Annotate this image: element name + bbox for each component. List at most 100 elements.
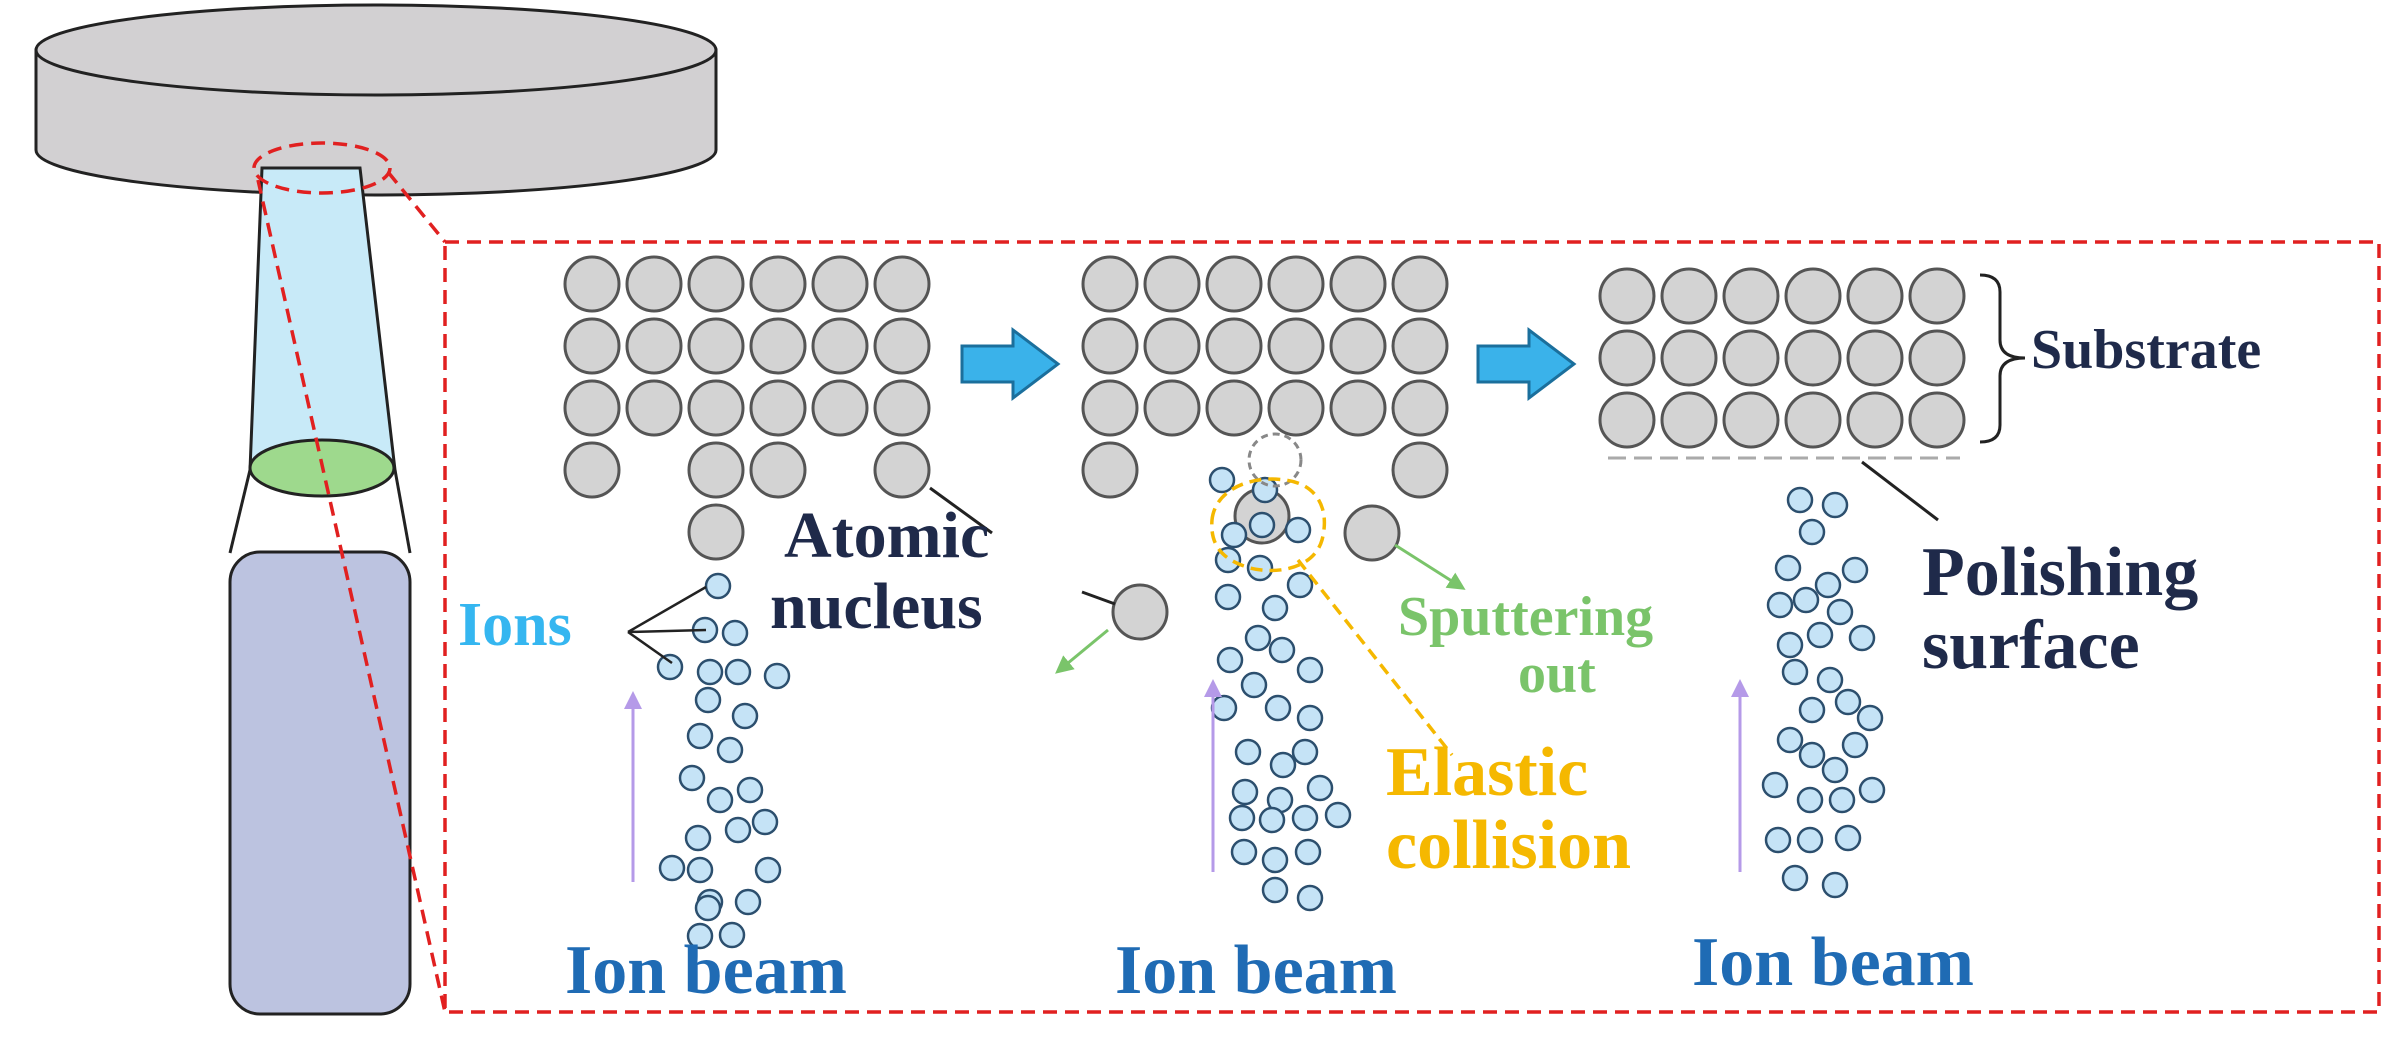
ion — [1231, 778, 1259, 806]
atomic-nucleus-leader-1 — [929, 486, 993, 535]
atom — [1391, 379, 1449, 437]
ion — [1814, 571, 1842, 599]
vacancy-marker — [1247, 432, 1303, 488]
ion — [751, 808, 779, 836]
atom — [687, 379, 745, 437]
ions-label: Ions — [458, 591, 572, 659]
ion — [1776, 726, 1804, 754]
ion — [1220, 521, 1248, 549]
polishing-label: Polishing — [1922, 534, 2198, 611]
magnified-view-frame — [443, 240, 2381, 1014]
sputter-arrow — [1394, 543, 1466, 590]
atom — [625, 255, 683, 313]
atom — [1908, 267, 1966, 325]
out-label: out — [1518, 643, 1596, 705]
ion — [658, 854, 686, 882]
ion-beam-cone — [248, 166, 397, 472]
ion — [1841, 731, 1869, 759]
ion — [1816, 666, 1844, 694]
ion — [1286, 571, 1314, 599]
ion — [1764, 826, 1792, 854]
ion-beam-label-2: Ion beam — [1115, 932, 1397, 1009]
ion — [1324, 801, 1352, 829]
ion — [1841, 556, 1869, 584]
ion — [724, 658, 752, 686]
atom — [1205, 255, 1263, 313]
atom — [873, 441, 931, 499]
magnify-guide-top — [386, 170, 447, 244]
substrate-atoms — [563, 255, 1966, 641]
ion — [1798, 518, 1826, 546]
atom — [749, 441, 807, 499]
atom — [1329, 317, 1387, 375]
ion — [1234, 738, 1262, 766]
ion — [1828, 786, 1856, 814]
ion — [1291, 804, 1319, 832]
magnify-region-marker — [252, 141, 392, 195]
ion — [1792, 586, 1820, 614]
ion — [1258, 806, 1286, 834]
atom — [563, 255, 621, 313]
ion — [721, 619, 749, 647]
ion — [1798, 741, 1826, 769]
atom — [1846, 329, 1904, 387]
ion — [686, 922, 714, 950]
ions-leader-3 — [627, 630, 673, 665]
atom — [687, 441, 745, 499]
ion — [1786, 486, 1814, 514]
collision-label: collision — [1386, 807, 1631, 884]
elastic-collision-leader — [1296, 558, 1454, 757]
atom — [1722, 391, 1780, 449]
ion — [1806, 621, 1834, 649]
ion — [1251, 476, 1279, 504]
ion — [1856, 704, 1884, 732]
atom — [1660, 391, 1718, 449]
ion — [1240, 671, 1268, 699]
atom — [749, 317, 807, 375]
ion — [686, 856, 714, 884]
ion — [1796, 826, 1824, 854]
atom — [811, 379, 869, 437]
atom — [1908, 329, 1966, 387]
cone-edge-left — [228, 469, 252, 554]
ion — [694, 894, 722, 922]
ion — [731, 702, 759, 730]
ion — [1208, 466, 1236, 494]
ion — [656, 653, 684, 681]
ion — [1858, 776, 1886, 804]
atom — [873, 379, 931, 437]
ion — [1296, 704, 1324, 732]
workpiece-platen-top — [34, 3, 718, 97]
ion — [1834, 688, 1862, 716]
atom — [687, 503, 745, 561]
atom — [1329, 255, 1387, 313]
ion — [1268, 636, 1296, 664]
atom — [1081, 317, 1139, 375]
atom — [1111, 583, 1169, 641]
ion — [763, 662, 791, 690]
ion-particles — [656, 466, 1886, 950]
ions-leader-2 — [627, 628, 707, 634]
elastic-label: Elastic — [1386, 734, 1588, 811]
ion — [1228, 804, 1256, 832]
ion — [1821, 756, 1849, 784]
polishing-surface-leader — [1861, 460, 1939, 522]
atom — [1391, 441, 1449, 499]
ion — [736, 776, 764, 804]
atom — [749, 379, 807, 437]
ion — [1230, 838, 1258, 866]
ion — [1294, 838, 1322, 866]
ion — [716, 736, 744, 764]
ion — [724, 816, 752, 844]
ion — [1834, 824, 1862, 852]
atom — [1143, 255, 1201, 313]
ions-leader-1 — [627, 585, 707, 634]
atom — [687, 255, 745, 313]
atomic-label: Atomic — [784, 499, 989, 572]
atomic-nucleus-leader-2 — [1081, 590, 1116, 606]
atom — [1598, 391, 1656, 449]
ion-source-body — [228, 550, 412, 1016]
sputtering-label: Sputtering — [1398, 586, 1653, 648]
atom — [1267, 317, 1325, 375]
ion — [1766, 591, 1794, 619]
